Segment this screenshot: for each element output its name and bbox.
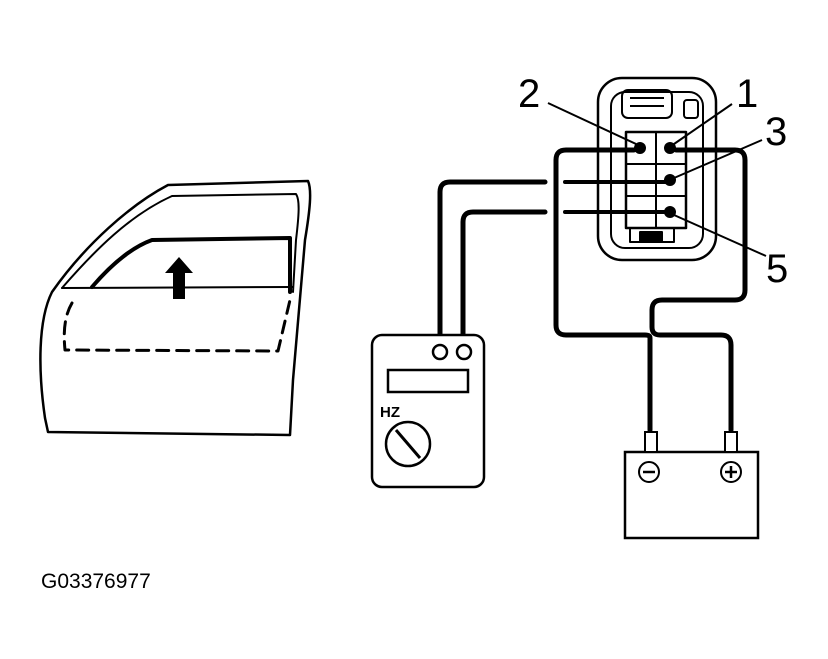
pin-label-3: 3 xyxy=(765,110,787,154)
window-frame-outer xyxy=(61,193,300,293)
frequency-meter: HZ xyxy=(370,333,486,489)
window-frame-inner xyxy=(90,236,292,294)
car-door xyxy=(39,179,312,437)
connector-bottom-tab xyxy=(629,227,675,243)
switch-connector xyxy=(596,76,718,262)
meter-lead-b xyxy=(460,209,548,348)
leader-pin-5 xyxy=(673,214,767,257)
meter-jack-left xyxy=(431,343,449,361)
meter-display xyxy=(386,368,470,394)
battery xyxy=(623,431,760,540)
pin-leader-lines xyxy=(547,102,767,257)
terminal-pin-1 xyxy=(664,142,676,154)
battery-positive-post xyxy=(724,431,738,453)
lowered-glass-outline xyxy=(62,298,292,353)
pin-label-5: 5 xyxy=(766,247,788,291)
connector-housing-outer xyxy=(596,76,718,262)
meter-mode-label: HZ xyxy=(380,404,400,421)
connector-housing-inner xyxy=(610,91,704,249)
meter-dial xyxy=(384,420,432,468)
pin-label-2: 2 xyxy=(518,72,540,116)
minus-icon xyxy=(638,461,660,483)
connector-latch xyxy=(621,89,699,119)
battery-negative-lead xyxy=(553,147,653,433)
meter-jack-right xyxy=(455,343,473,361)
battery-negative-post xyxy=(644,431,658,453)
pin-label-1: 1 xyxy=(736,72,758,116)
wires xyxy=(437,147,748,433)
meter-lead-a xyxy=(437,179,548,348)
leader-pin-3 xyxy=(673,139,763,179)
battery-positive-lead xyxy=(649,147,748,433)
up-arrow-icon xyxy=(165,257,193,299)
terminal-pin-2 xyxy=(634,142,646,154)
leader-pin-1 xyxy=(673,103,733,145)
leader-pin-2 xyxy=(547,102,637,145)
plus-icon xyxy=(720,461,742,483)
door-outline xyxy=(39,179,312,437)
figure-code: G03376977 xyxy=(41,570,151,593)
